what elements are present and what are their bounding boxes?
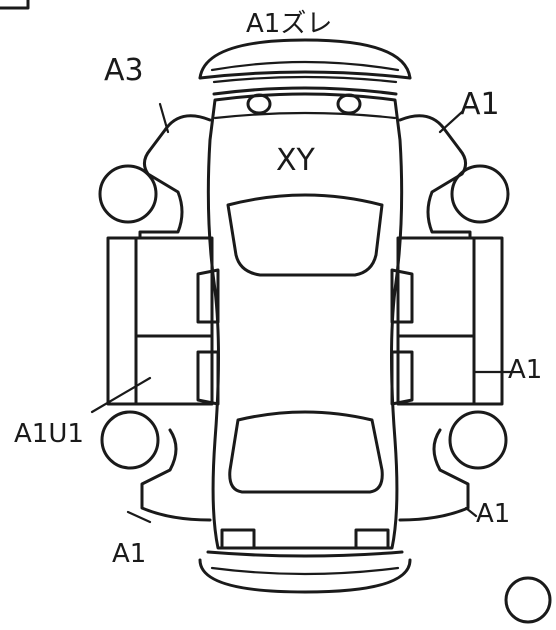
taillight-right	[354, 528, 390, 550]
windshield	[226, 193, 384, 277]
label-hood: XY	[276, 143, 316, 178]
right-side-panel	[390, 114, 510, 522]
label-rear-left: A1	[112, 539, 146, 569]
label-front-left: A3	[104, 53, 144, 88]
rear-window	[228, 410, 384, 494]
side-window-rear-right	[390, 350, 414, 406]
corner-bracket	[0, 0, 30, 10]
wheel-front-left	[98, 164, 158, 224]
label-front: A1ズレ	[246, 9, 332, 39]
headlight-right	[336, 93, 362, 115]
side-window-front-left	[196, 268, 220, 324]
annotation-leaders	[90, 102, 514, 524]
left-side-panel	[98, 114, 220, 522]
taillight-left	[220, 528, 256, 550]
wheel-rear-left	[100, 410, 160, 470]
rear-bumper	[198, 550, 412, 594]
label-front-right: A1	[460, 87, 500, 122]
label-rear-right: A1	[476, 499, 510, 529]
label-left-side: A1U1	[14, 419, 84, 449]
label-right-side: A1	[508, 355, 542, 385]
wheel-rear-right	[448, 410, 508, 470]
circle-mark	[504, 576, 552, 624]
side-window-front-right	[390, 268, 414, 324]
front-bumper	[198, 38, 412, 96]
headlight-left	[246, 93, 272, 115]
wheel-front-right	[450, 164, 510, 224]
car-body-top	[206, 92, 404, 550]
side-window-rear-left	[196, 350, 220, 406]
